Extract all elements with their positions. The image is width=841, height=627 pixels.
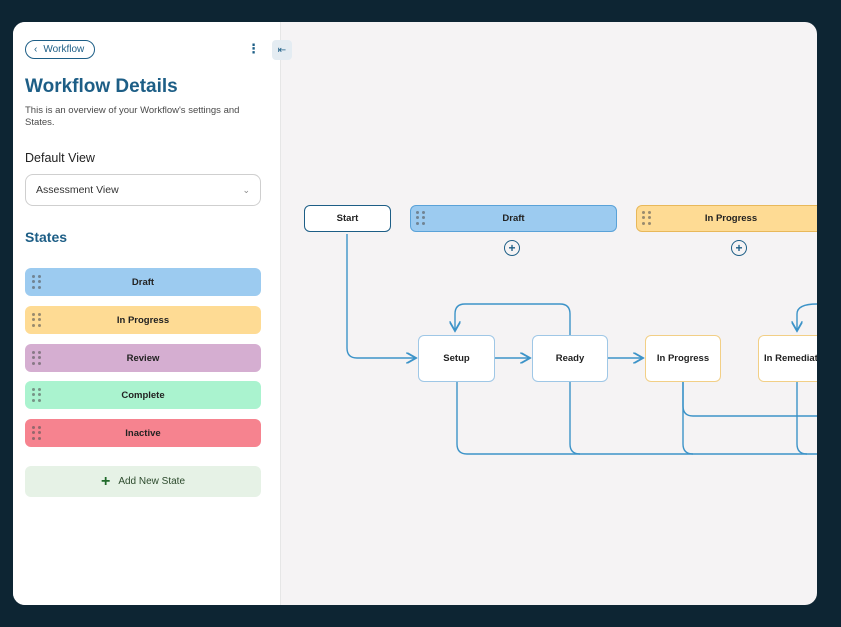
- chevron-down-icon: ⌄: [242, 184, 250, 195]
- add-new-state-label: Add New State: [118, 476, 186, 487]
- state-item-label: Complete: [121, 389, 165, 401]
- connector-ready-loop-setup: [455, 303, 571, 335]
- node-setup[interactable]: Setup: [418, 335, 495, 382]
- plus-icon: +: [100, 472, 111, 490]
- state-item-label: Inactive: [125, 427, 161, 439]
- page-description: This is an overview of your Workflow's s…: [25, 105, 240, 128]
- drag-handle-icon[interactable]: [32, 426, 42, 440]
- node-in-remediation[interactable]: In Remediati: [758, 335, 817, 382]
- connector-start-setup: [346, 234, 416, 358]
- state-item-inactive[interactable]: Inactive: [25, 419, 261, 447]
- connector-inprogress-bus: [682, 381, 694, 455]
- workflow-connectors: [346, 234, 817, 455]
- lane-draft-label: Draft: [502, 213, 525, 224]
- states-heading: States: [25, 229, 68, 245]
- lane-in-progress-label: In Progress: [704, 213, 758, 224]
- lane-draft[interactable]: Draft: [410, 205, 617, 232]
- connector-bottom-bus: [456, 381, 817, 455]
- add-circle-icon[interactable]: +: [504, 240, 520, 256]
- back-button-label: Workflow: [43, 44, 85, 55]
- drag-handle-icon[interactable]: [32, 313, 42, 327]
- node-start[interactable]: Start: [304, 205, 391, 232]
- page-title: Workflow Details: [25, 76, 178, 97]
- drag-handle-icon[interactable]: [32, 388, 42, 402]
- chevron-left-icon: ‹: [34, 43, 38, 55]
- connector-ready-bus: [569, 381, 581, 455]
- kebab-menu-icon[interactable]: ⋮: [247, 41, 260, 56]
- state-item-review[interactable]: Review: [25, 344, 261, 372]
- add-new-state-button[interactable]: + Add New State: [25, 466, 261, 497]
- back-to-workflow-button[interactable]: ‹ Workflow: [25, 40, 96, 59]
- state-item-in-progress[interactable]: In Progress: [25, 306, 261, 334]
- connector-remediation-bus: [796, 381, 808, 455]
- workflow-canvas[interactable]: Start Draft + In Progress + Setup Ready …: [281, 22, 817, 605]
- state-item-draft[interactable]: Draft: [25, 268, 261, 296]
- default-view-select[interactable]: Assessment View ⌄: [25, 174, 261, 206]
- state-item-label: Review: [126, 352, 160, 364]
- collapse-panel-icon[interactable]: ⇤: [272, 40, 292, 60]
- node-in-progress[interactable]: In Progress: [645, 335, 721, 382]
- default-view-label: Default View: [25, 151, 95, 165]
- drag-handle-icon[interactable]: [416, 211, 426, 225]
- state-item-complete[interactable]: Complete: [25, 381, 261, 409]
- workflow-window: ‹ Workflow ⋮ ⇤ Workflow Details This is …: [13, 22, 817, 605]
- drag-handle-icon[interactable]: [32, 351, 42, 365]
- connector-remediation-loop: [797, 303, 817, 331]
- state-item-label: Draft: [131, 276, 155, 288]
- state-item-label: In Progress: [116, 314, 170, 326]
- drag-handle-icon[interactable]: [642, 211, 652, 225]
- workflow-details-sidebar: ‹ Workflow ⋮ ⇤ Workflow Details This is …: [13, 22, 292, 605]
- default-view-value: Assessment View: [36, 184, 119, 196]
- connector-inprogress-remediation: [682, 381, 817, 417]
- drag-handle-icon[interactable]: [32, 275, 42, 289]
- node-ready[interactable]: Ready: [532, 335, 608, 382]
- add-circle-icon[interactable]: +: [731, 240, 747, 256]
- lane-in-progress[interactable]: In Progress: [636, 205, 817, 232]
